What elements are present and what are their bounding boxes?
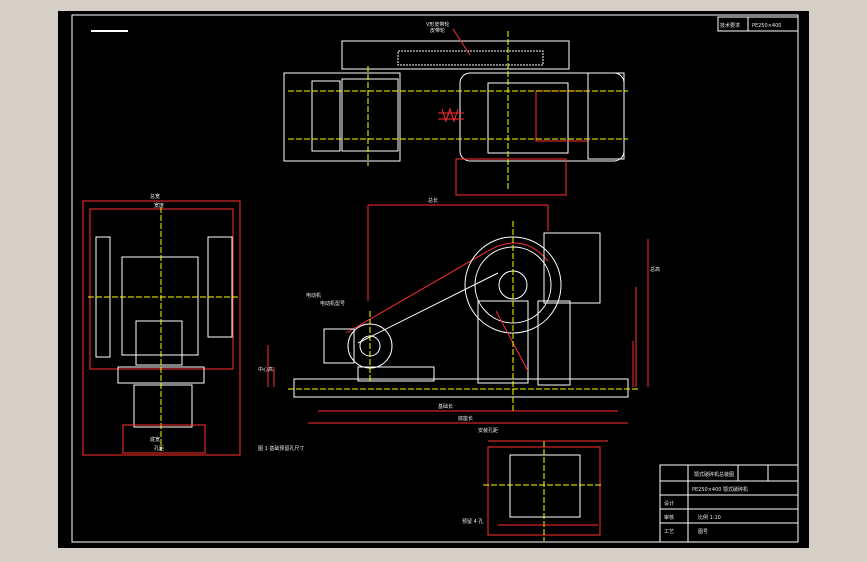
assembly-drawing: V形皮带轮 皮带轮 (71, 14, 799, 543)
dim-front-5: 安装孔距 (478, 427, 498, 434)
dim-side-0: 总宽 (150, 193, 160, 200)
dim-front-3: 基础长 (438, 403, 453, 410)
plan-view (283, 31, 628, 196)
title-block-row-5: 图号 (698, 529, 708, 535)
motor-note-sub: 电动机型号 (320, 300, 345, 307)
cad-canvas[interactable]: V形皮带轮 皮带轮 (58, 11, 809, 548)
corner-note: 技术要求 (720, 22, 740, 29)
foundation-note: 图 1 基础预留孔尺寸 (258, 445, 304, 452)
plan-crusher-body (459, 72, 625, 162)
code-block (717, 16, 799, 32)
dim-side-3: 孔距 (154, 445, 164, 452)
motor-note: 电动机 (306, 292, 321, 299)
dim-front-4: 底座长 (458, 415, 473, 422)
plan-motor-base (283, 72, 401, 162)
top-note: V形皮带轮 (426, 21, 449, 28)
front-view (288, 221, 638, 411)
front-dimensions (267, 204, 649, 424)
top-note-sub: 皮带轮 (430, 27, 445, 34)
title-block-row-1: 设计 (664, 500, 674, 507)
front-jaw-frame (477, 300, 529, 384)
dim-side-2: 底宽 (150, 436, 160, 443)
corner-code: PE250×400 (752, 23, 781, 29)
title-block-title: 颚式破碎机总装图 (694, 471, 734, 478)
dim-side-1: 宽度 (154, 202, 164, 209)
title-block-row-0: PE250×400 颚式破碎机 (692, 486, 748, 493)
side-view (82, 200, 241, 456)
dim-front-2: 中心高 (258, 366, 273, 373)
title-block-row-4: 比例 1:10 (698, 514, 721, 521)
plan-belt-guard (341, 40, 570, 70)
front-base-frame (293, 378, 629, 398)
dim-front-0: 总长 (428, 197, 438, 204)
title-block (659, 464, 799, 543)
side-flywheel-right (207, 236, 233, 338)
title-block-row-3: 工艺 (664, 529, 674, 535)
bottom-note: 预留 4 孔 (462, 518, 483, 525)
dim-front-1: 总高 (650, 266, 660, 273)
drawing-border (71, 14, 799, 543)
title-block-row-2: 审核 (664, 514, 674, 521)
foundation-view (483, 440, 608, 541)
